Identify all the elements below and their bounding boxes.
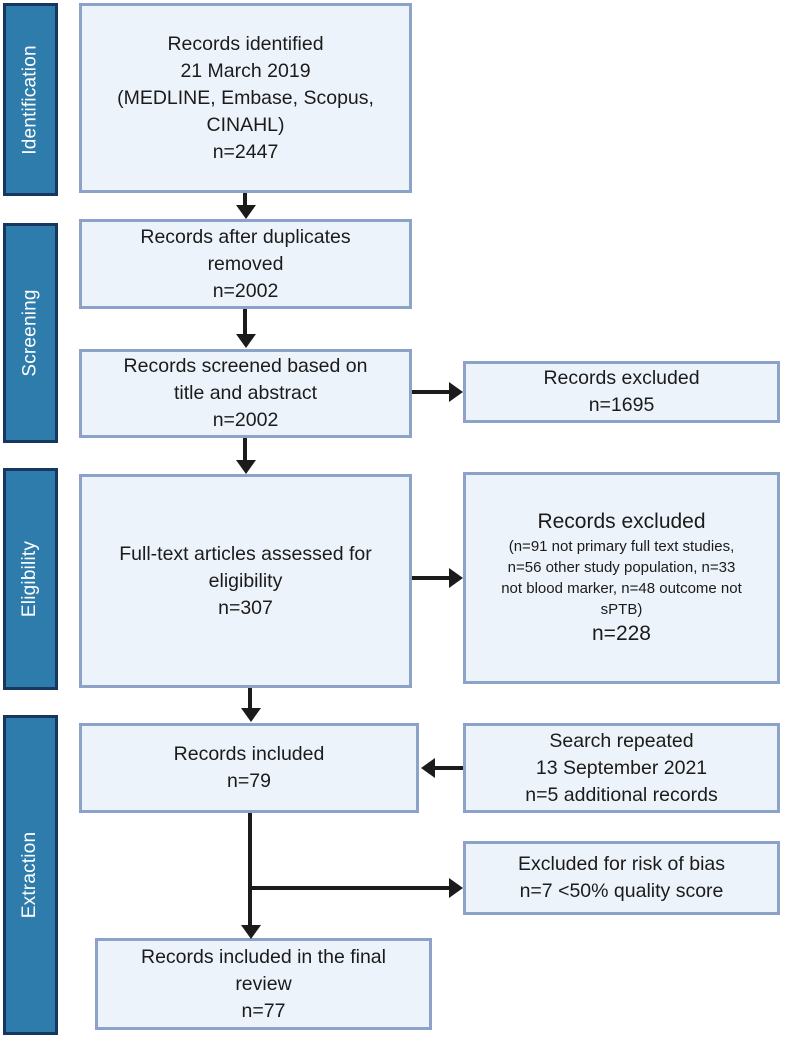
box-records-excluded-eligibility-reasons: (n=91 not primary full text studies, n=5… [501,538,742,618]
box-records-screened: Records screened based on title and abst… [79,349,412,438]
phase-eligibility: Eligibility [3,468,58,690]
phase-identification: Identification [3,3,58,196]
arrowhead-included-to-final [241,925,261,939]
box-records-excluded-eligibility-heading: Records excluded [537,510,706,533]
box-records-identified-text: Records identified 21 March 2019 (MEDLIN… [117,32,374,163]
box-excluded-risk-of-bias: Excluded for risk of bias n=7 <50% quali… [463,841,780,915]
arrowhead-screened-to-excluded [449,382,463,402]
connector-duplicates-to-screened [243,309,247,337]
arrowhead-duplicates-to-screened [236,334,256,348]
box-records-excluded-screening: Records excluded n=1695 [463,361,780,423]
box-fulltext-assessed-text: Full-text articles assessed for eligibil… [119,542,372,619]
box-search-repeated: Search repeated 13 September 2021 n=5 ad… [463,723,780,813]
box-fulltext-assessed: Full-text articles assessed for eligibil… [79,474,412,688]
connector-fulltext-to-included [248,688,252,712]
box-records-excluded-eligibility-total: n=228 [592,622,651,645]
phase-extraction-label: Extraction [19,831,41,919]
box-records-excluded-screening-text: Records excluded n=1695 [543,367,700,416]
box-records-final: Records included in the final review n=7… [95,938,432,1030]
phase-screening-label: Screening [19,289,41,377]
box-records-excluded-eligibility: Records excluded (n=91 not primary full … [463,472,780,684]
phase-identification-label: Identification [19,44,41,155]
phase-screening: Screening [3,223,58,443]
box-records-screened-text: Records screened based on title and abst… [123,355,368,431]
box-records-included-text: Records included n=79 [173,743,325,792]
connector-search-repeated-to-included [434,766,463,770]
box-duplicates-removed-text: Records after duplicates removed n=2002 [140,225,351,302]
box-records-identified: Records identified 21 March 2019 (MEDLIN… [79,3,412,193]
box-duplicates-removed: Records after duplicates removed n=2002 [79,219,412,309]
arrowhead-fulltext-to-included [241,708,261,722]
arrowhead-fulltext-to-excluded [449,568,463,588]
box-excluded-risk-of-bias-text: Excluded for risk of bias n=7 <50% quali… [517,853,725,902]
connector-screened-to-fulltext [243,438,247,464]
connector-included-to-risk-of-bias [248,886,452,890]
connector-identified-to-duplicates [243,193,247,209]
arrowhead-search-repeated-to-included [421,758,435,778]
box-records-included: Records included n=79 [79,723,419,813]
phase-eligibility-label: Eligibility [19,540,41,618]
arrowhead-identified-to-duplicates [236,205,256,219]
connector-fulltext-to-excluded [412,576,452,580]
connector-screened-to-excluded [412,390,452,394]
arrowhead-included-to-risk-of-bias [449,878,463,898]
box-records-final-text: Records included in the final review n=7… [141,945,386,1022]
arrowhead-screened-to-fulltext [236,460,256,474]
box-search-repeated-text: Search repeated 13 September 2021 n=5 ad… [525,729,718,806]
connector-included-to-final [248,813,252,931]
phase-extraction: Extraction [3,715,58,1035]
